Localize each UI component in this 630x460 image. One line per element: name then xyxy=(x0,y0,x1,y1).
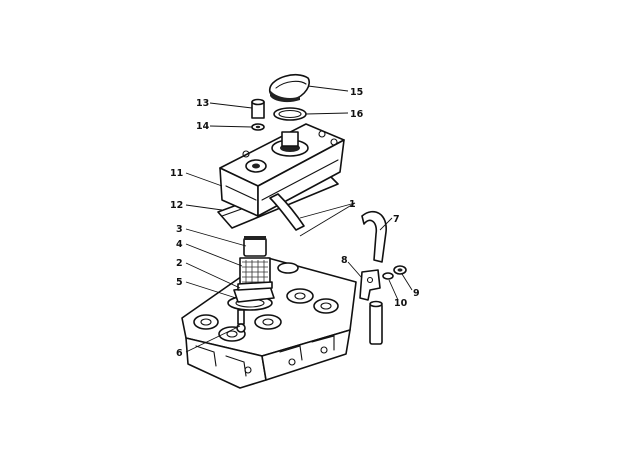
callout-8: 8 xyxy=(341,255,348,266)
washer-10 xyxy=(382,272,394,280)
bolt xyxy=(236,309,246,333)
oring-16 xyxy=(273,107,307,121)
callout-11: 11 xyxy=(170,168,183,179)
cap-15 xyxy=(268,73,310,103)
hose-1 xyxy=(269,193,305,231)
callout-15: 15 xyxy=(350,87,363,98)
leader-lines xyxy=(185,85,413,353)
callout-5: 5 xyxy=(176,277,183,288)
valve-housing xyxy=(243,236,267,257)
callout-16: 16 xyxy=(350,109,364,120)
callout-9: 9 xyxy=(413,288,420,299)
nut-9 xyxy=(393,265,407,275)
callout-12: 12 xyxy=(170,200,183,211)
callout-10: 10 xyxy=(394,298,408,309)
hose-7 xyxy=(361,210,387,263)
callout-1: 1 xyxy=(349,199,356,210)
filter-gasket xyxy=(237,281,273,291)
filter-element xyxy=(239,257,271,285)
plug-13 xyxy=(251,98,265,119)
callout-6: 6 xyxy=(176,348,183,359)
callout-3: 3 xyxy=(176,224,183,235)
callout-4: 4 xyxy=(176,239,183,250)
callout-14: 14 xyxy=(196,121,210,132)
callout-labels: 1 2 3 4 5 6 7 8 9 10 11 12 13 14 15 16 xyxy=(170,87,420,359)
callout-7: 7 xyxy=(393,214,400,225)
callout-2: 2 xyxy=(176,258,183,269)
bracket-8 xyxy=(359,269,381,301)
washer-14 xyxy=(251,123,265,131)
tube-lower xyxy=(369,300,383,345)
callout-13: 13 xyxy=(196,98,209,109)
